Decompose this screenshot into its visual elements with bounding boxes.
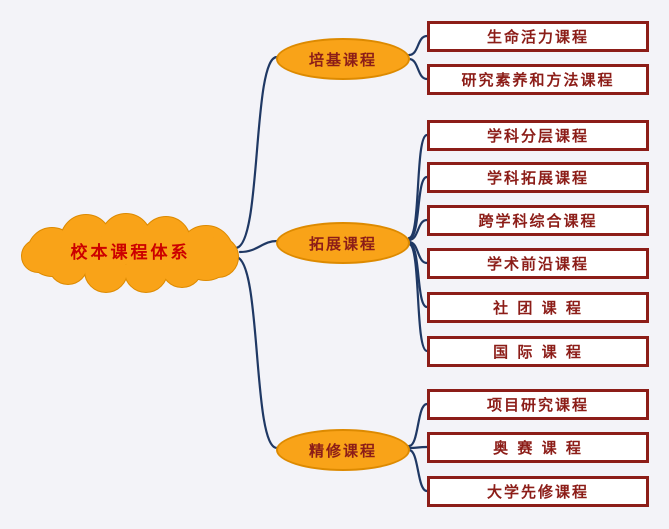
root-branch-connectors [234, 34, 429, 493]
leaf-node: 项目研究课程 [427, 389, 649, 420]
leaf-node: 学术前沿课程 [427, 248, 649, 279]
leaf-node: 奥 赛 课 程 [427, 432, 649, 463]
branch-node-tuozhan: 拓展课程 [276, 222, 410, 264]
leaf-node: 社 团 课 程 [427, 292, 649, 323]
branch-node-peiji: 培基课程 [276, 38, 410, 80]
leaf-node: 国 际 课 程 [427, 336, 649, 367]
cloud-shape [21, 213, 239, 293]
leaf-node: 跨学科综合课程 [427, 205, 649, 236]
leaf-node: 生命活力课程 [427, 21, 649, 52]
leaf-node: 大学先修课程 [427, 476, 649, 507]
leaf-node: 研究素养和方法课程 [427, 64, 649, 95]
leaf-node: 学科拓展课程 [427, 162, 649, 193]
branch-node-jingxiu: 精修课程 [276, 429, 410, 471]
leaf-node: 学科分层课程 [427, 120, 649, 151]
root-node-label: 校本课程体系 [70, 243, 191, 263]
